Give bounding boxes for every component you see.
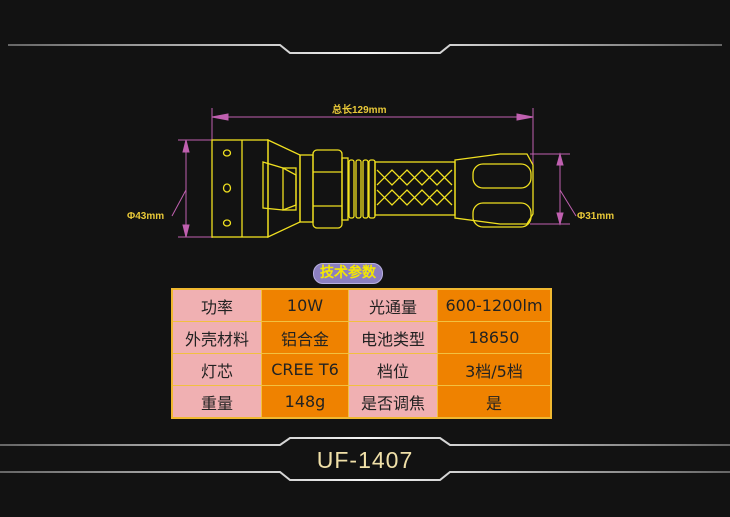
spec-value: 18650 — [437, 321, 552, 354]
spec-value: 铝合金 — [261, 321, 349, 354]
total-length-label: 总长129mm — [332, 105, 387, 116]
spec-key: 外壳材料 — [171, 321, 262, 354]
spec-value: 是 — [437, 385, 552, 419]
spec-key: 档位 — [348, 353, 438, 386]
model-name: UF-1407 — [316, 447, 414, 473]
flashlight-outline — [211, 138, 534, 239]
spec-table: 功率 10W 光通量 600-1200lm 外壳材料 铝合金 电池类型 1865… — [171, 288, 552, 419]
spec-value: CREE T6 — [261, 353, 349, 386]
table-row: 功率 10W 光通量 600-1200lm — [171, 288, 552, 322]
top-divider — [8, 44, 722, 54]
spec-value: 148g — [261, 385, 349, 419]
table-row: 重量 148g 是否调焦 是 — [171, 385, 552, 419]
spec-key: 是否调焦 — [348, 385, 438, 419]
table-row: 外壳材料 铝合金 电池类型 18650 — [171, 321, 552, 354]
spec-key: 功率 — [171, 288, 262, 322]
spec-key: 电池类型 — [348, 321, 438, 354]
spec-title-badge: 技术参数 — [313, 263, 383, 284]
head-diameter-label: Φ43mm — [127, 211, 165, 222]
table-row: 灯芯 CREE T6 档位 3档/5档 — [171, 353, 552, 386]
spec-key: 重量 — [171, 385, 262, 419]
spec-value: 3档/5档 — [437, 353, 552, 386]
spec-key: 光通量 — [348, 288, 438, 322]
spec-key: 灯芯 — [171, 353, 262, 386]
spec-value: 600-1200lm — [437, 288, 552, 322]
spec-value: 10W — [261, 288, 349, 322]
tail-diameter-label: Φ31mm — [577, 211, 615, 222]
model-frame — [0, 437, 730, 481]
dimension-lines — [171, 108, 577, 238]
